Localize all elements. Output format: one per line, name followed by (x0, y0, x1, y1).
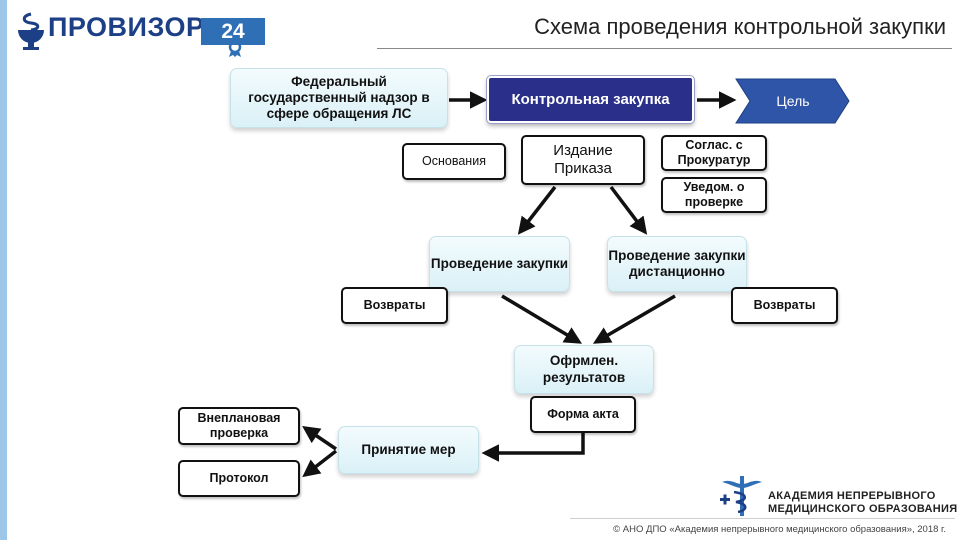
title-divider (377, 48, 952, 49)
order-issuance-box: Издание Приказа (521, 135, 645, 185)
inspection-notice-box: Уведом. о проверке (661, 177, 767, 213)
conduct-purchase-box: Проведение закупки (429, 236, 570, 292)
prosecutor-agreement-box: Соглас. с Прокуратур (661, 135, 767, 171)
arrow-measures-to-protocol (302, 449, 338, 478)
left-accent-bar (0, 0, 7, 540)
provizor-logo (14, 8, 274, 54)
footer-copyright: © АНО ДПО «Академия непрерывного медицин… (613, 524, 946, 535)
academy-name-line2: МЕДИЦИНСКОГО ОБРАЗОВАНИЯ (768, 502, 958, 515)
academy-name-line1: АКАДЕМИЯ НЕПРЕРЫВНОГО (768, 490, 936, 502)
arrow-conduct-to-results (501, 294, 583, 344)
control-purchase-box: Контрольная закупка (487, 76, 694, 123)
act-form-box: Форма акта (530, 396, 636, 433)
arrow-order-to-remote (609, 185, 648, 235)
returns-left-box: Возвраты (341, 287, 448, 324)
goal-label: Цель (776, 93, 810, 109)
brand-number-badge: 24 (201, 18, 265, 45)
arrow-measures-to-unplanned (302, 426, 337, 451)
award-ribbon-icon (228, 40, 242, 57)
grounds-box: Основания (402, 143, 506, 180)
academy-name: АКАДЕМИЯ НЕПРЕРЫВНОГО МЕДИЦИНСКОГО ОБРАЗ… (768, 490, 957, 515)
federal-supervision-box: Федеральный государственный надзор в сфе… (230, 68, 448, 128)
footer-divider (570, 518, 955, 519)
pharmacy-bowl-icon (18, 12, 44, 50)
arrow-remote-to-results (592, 294, 676, 344)
unplanned-inspection-box: Внеплановая проверка (178, 407, 300, 445)
goal-arrow-shape (735, 78, 850, 124)
protocol-box: Протокол (178, 460, 300, 497)
returns-right-box: Возвраты (731, 287, 838, 324)
measures-box: Принятие мер (338, 426, 479, 474)
results-box: Офрмлен. результатов (514, 345, 654, 394)
slide-title: Схема проведения контрольной закупки (534, 14, 946, 39)
caduceus-icon (720, 476, 762, 516)
brand-name: ПРОВИЗОР (48, 12, 205, 42)
arrow-order-to-conduct (517, 185, 557, 235)
remote-purchase-box: Проведение закупки дистанционно (607, 236, 747, 292)
